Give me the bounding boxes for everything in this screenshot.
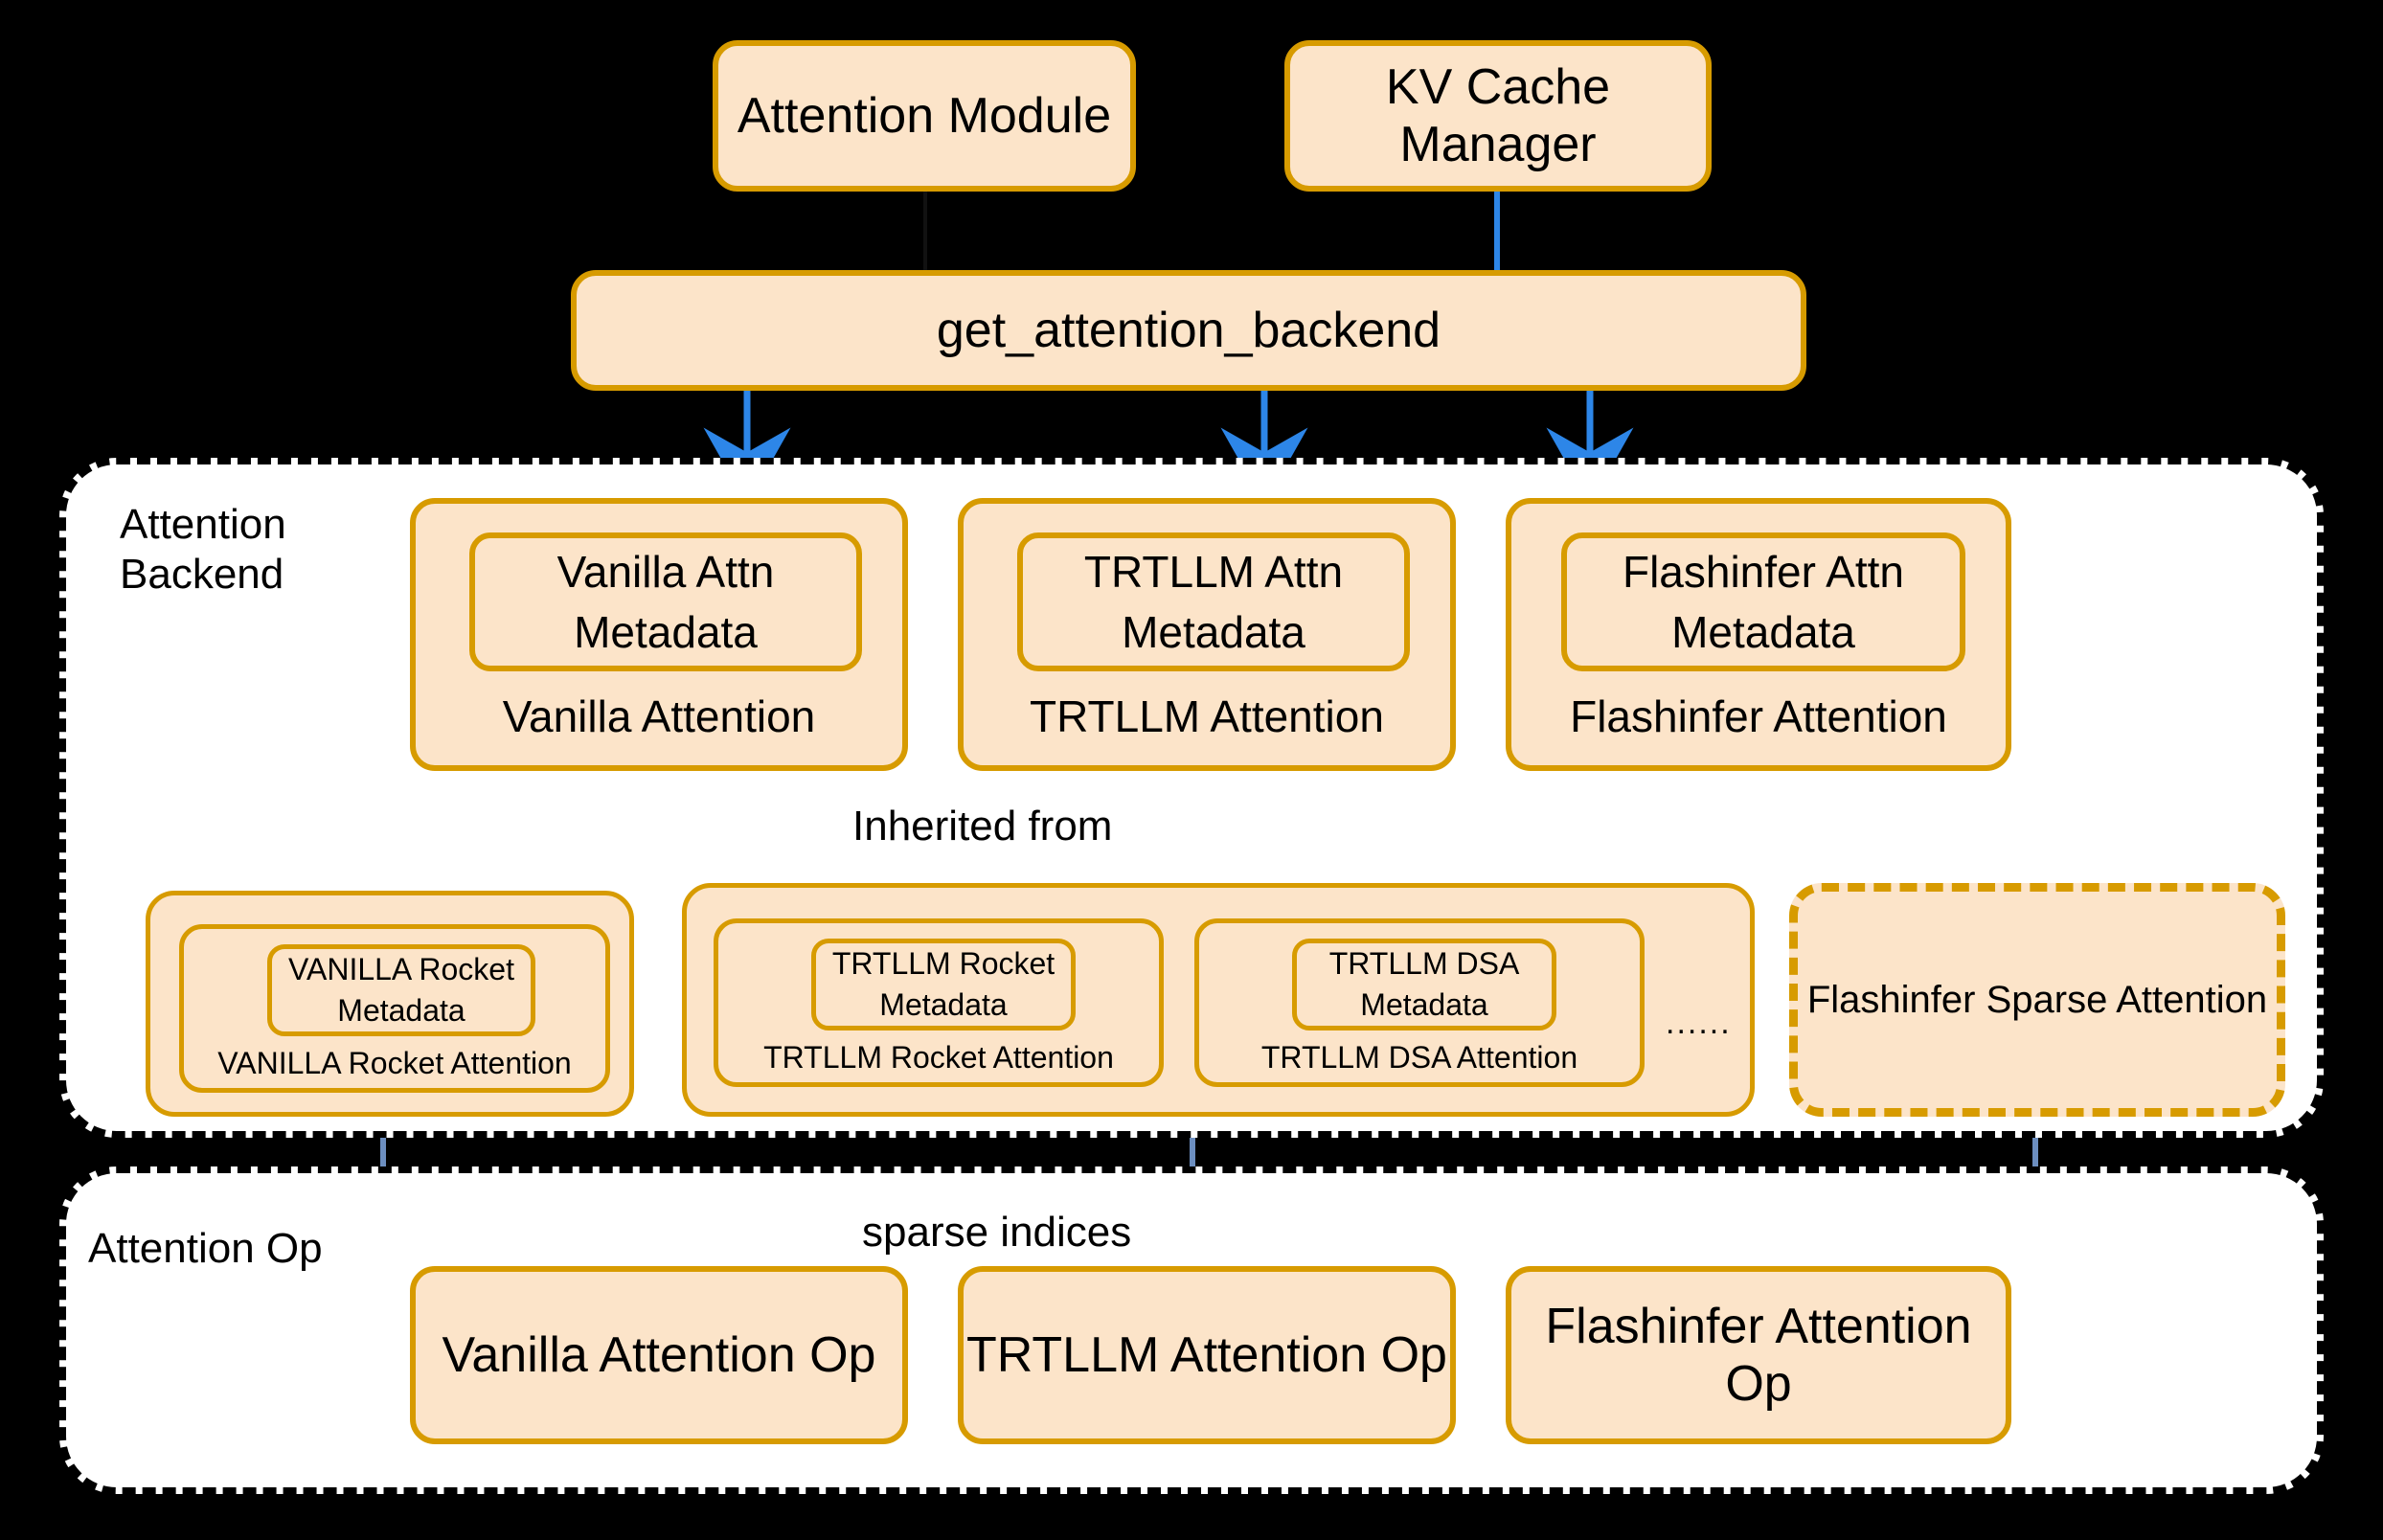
vanilla-attention-caption: Vanilla Attention [502,691,816,741]
trtllm-rocket-metadata-box[interactable]: TRTLLM Rocket Metadata [811,939,1076,1030]
flashinfer-sparse-attention-box[interactable]: Flashinfer Sparse Attention [1789,883,2285,1117]
trtllm-attention-backend-box[interactable]: TRTLLM Attn Metadata TRTLLM Attention [958,498,1456,771]
trtllm-sparse-group[interactable]: TRTLLM Rocket Metadata TRTLLM Rocket Att… [682,883,1755,1117]
inherited-from-label: Inherited from [852,803,1113,849]
trtllm-dsa-metadata-box[interactable]: TRTLLM DSA Metadata [1292,939,1556,1030]
vanilla-rocket-group[interactable]: VANILLA Rocket Metadata VANILLA Rocket A… [146,891,634,1117]
attention-module-box[interactable]: Attention Module [713,40,1136,192]
vanilla-attention-op-box[interactable]: Vanilla Attention Op [410,1266,908,1444]
vanilla-rocket-attention-box[interactable]: VANILLA Rocket Metadata VANILLA Rocket A… [179,924,610,1093]
trtllm-rocket-attention-box[interactable]: TRTLLM Rocket Metadata TRTLLM Rocket Att… [714,918,1164,1087]
kv-cache-manager-label: KV Cache Manager [1385,59,1611,172]
flashinfer-attention-backend-box[interactable]: Flashinfer Attn Metadata Flashinfer Atte… [1506,498,2011,771]
attention-backend-section-label: Attention Backend [120,501,286,598]
flashinfer-attention-op-label: Flashinfer Attention Op [1545,1299,1972,1412]
flashinfer-attention-caption: Flashinfer Attention [1570,691,1947,741]
trtllm-attention-caption: TRTLLM Attention [1030,691,1384,741]
flashinfer-sparse-attention-label: Flashinfer Sparse Attention [1806,978,2268,1021]
more-backends-ellipsis: ...... [1666,1005,1732,1041]
flashinfer-attn-metadata-box[interactable]: Flashinfer Attn Metadata [1561,532,1965,671]
flashinfer-attention-op-box[interactable]: Flashinfer Attention Op [1506,1266,2011,1444]
attention-module-label: Attention Module [737,88,1112,144]
sparse-indices-label: sparse indices [862,1209,1132,1256]
get-attention-backend-label: get_attention_backend [936,303,1441,358]
vanilla-rocket-attention-caption: VANILLA Rocket Attention [217,1046,572,1080]
get-attention-backend-box[interactable]: get_attention_backend [571,270,1806,391]
vanilla-attn-metadata-box[interactable]: Vanilla Attn Metadata [469,532,862,671]
vanilla-attention-op-label: Vanilla Attention Op [442,1327,876,1383]
trtllm-dsa-attention-box[interactable]: TRTLLM DSA Metadata TRTLLM DSA Attention [1194,918,1645,1087]
kv-cache-manager-box[interactable]: KV Cache Manager [1284,40,1712,192]
trtllm-attention-op-box[interactable]: TRTLLM Attention Op [958,1266,1456,1444]
vanilla-rocket-metadata-box[interactable]: VANILLA Rocket Metadata [267,944,535,1036]
trtllm-rocket-attention-caption: TRTLLM Rocket Attention [763,1040,1114,1075]
trtllm-dsa-attention-caption: TRTLLM DSA Attention [1260,1040,1578,1075]
trtllm-attn-metadata-box[interactable]: TRTLLM Attn Metadata [1017,532,1410,671]
trtllm-attention-op-label: TRTLLM Attention Op [966,1327,1447,1383]
attention-op-section-label: Attention Op [88,1225,323,1272]
vanilla-attention-backend-box[interactable]: Vanilla Attn Metadata Vanilla Attention [410,498,908,771]
